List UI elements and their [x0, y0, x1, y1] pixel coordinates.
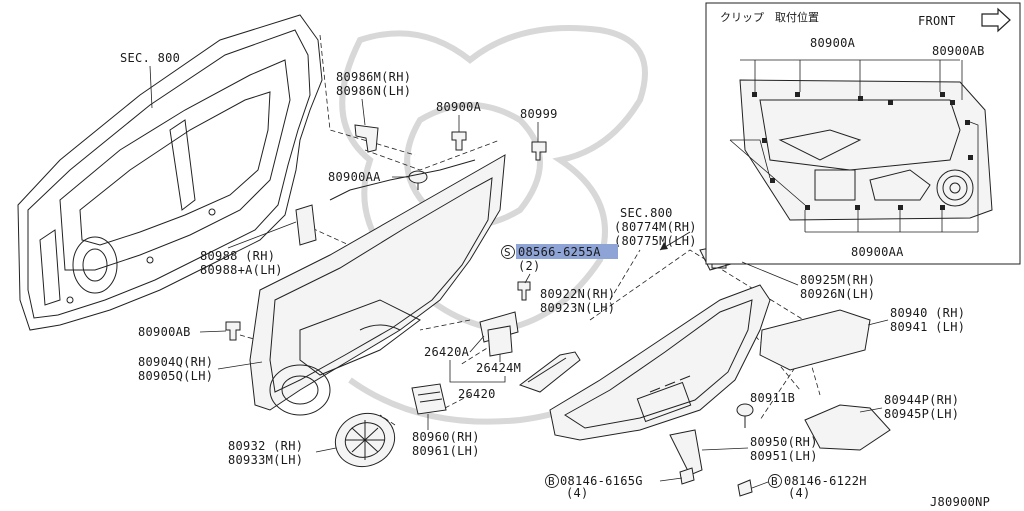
- bracket-80986: [354, 124, 379, 153]
- pad-80944: [804, 404, 891, 451]
- sec-800-left-leader: [149, 65, 153, 109]
- label-80986m: 80986M(RH): [336, 70, 411, 84]
- label-80775m: (80775M(LH): [614, 234, 697, 248]
- bolt-80911b: [736, 403, 754, 428]
- part-label-08146-g: B 08146-6165G (4): [545, 474, 683, 500]
- bolt-symbol-g: B: [548, 475, 555, 488]
- label-sec-800-mid: SEC.800: [620, 206, 673, 220]
- label-80945p: 80945P(LH): [884, 407, 959, 421]
- label-80933m: 80933M(LH): [228, 453, 303, 467]
- label-80999: 80999: [520, 107, 558, 121]
- label-80926n: 80926N(LH): [800, 287, 875, 301]
- inset-box: [705, 2, 1021, 265]
- inset-label-80900ab: 80900AB: [932, 44, 985, 58]
- bracket-80960: [411, 383, 447, 415]
- label-80950: 80950(RH): [750, 435, 818, 449]
- bolt-symbol-h: B: [771, 475, 778, 488]
- label-80961: 80961(LH): [412, 444, 480, 458]
- highlight-08566: [516, 244, 618, 259]
- clip-80999: [531, 141, 547, 161]
- part-label-80900ab: 80900AB: [138, 325, 227, 339]
- label-80986n: 80986N(LH): [336, 84, 411, 98]
- label-08566-6255a: 08566-6255A: [518, 245, 601, 259]
- front-arrow-sec800: [659, 231, 691, 251]
- label-80925m: 80925M(RH): [800, 273, 875, 287]
- label-08146-h-qty: (4): [788, 486, 811, 500]
- clip-80900ab: [225, 321, 241, 341]
- part-label-80960: 80960(RH) 80961(LH): [412, 414, 480, 458]
- door-inner-panel: [17, 14, 323, 331]
- label-08146-6122h: 08146-6122H: [784, 474, 867, 488]
- screw-08566: [517, 281, 531, 301]
- screw-symbol: S: [504, 246, 511, 259]
- label-80911b: 80911B: [750, 391, 795, 405]
- sec-800-left-label: SEC. 800: [120, 51, 180, 65]
- door-trim-panel: [249, 154, 506, 416]
- label-08146-g-qty: (4): [566, 486, 589, 500]
- inset-label-80900a: 80900A: [810, 36, 856, 50]
- label-80944p: 80944P(RH): [884, 393, 959, 407]
- handle-strip-80925: [518, 351, 581, 393]
- part-label-80922: 80922N(RH) 80923N(LH): [540, 287, 615, 315]
- part-label-80900aa: 80900AA: [328, 170, 409, 184]
- label-80960: 80960(RH): [412, 430, 480, 444]
- label-80940: 80940 (RH): [890, 306, 965, 320]
- speaker-grille-80932: [334, 413, 396, 467]
- part-label-80999: 80999: [520, 107, 558, 142]
- pocket-26424m: [487, 325, 513, 357]
- label-80988: 80988 (RH): [200, 249, 275, 263]
- label-26420: 26420: [458, 387, 496, 401]
- lower-trim-panel: [549, 284, 771, 441]
- label-80923n: 80923N(LH): [540, 301, 615, 315]
- switch-80950: [669, 429, 703, 476]
- label-26420a: 26420A: [424, 345, 470, 359]
- inset-label-80900aa: 80900AA: [851, 245, 904, 259]
- label-80951: 80951(LH): [750, 449, 818, 463]
- label-80941: 80941 (LH): [890, 320, 965, 334]
- diagram-id: J80900NP: [930, 495, 990, 509]
- part-label-80988: 80988 (RH) 80988+A(LH): [200, 221, 297, 277]
- label-80774m: (80774M(RH): [614, 220, 697, 234]
- label-08146-6165g: 08146-6165G: [560, 474, 643, 488]
- bracket-80988: [295, 204, 317, 246]
- label-80900aa: 80900AA: [328, 170, 381, 184]
- label-80932: 80932 (RH): [228, 439, 303, 453]
- front-arrow-icon: [981, 7, 1011, 33]
- label-80900ab: 80900AB: [138, 325, 191, 339]
- clip-80900a: [451, 131, 467, 151]
- label-80988a: 80988+A(LH): [200, 263, 283, 277]
- part-label-80932: 80932 (RH) 80933M(LH): [228, 439, 337, 467]
- part-label-80900a: 80900A: [436, 100, 482, 132]
- part-label-80774: SEC.800 (80774M(RH) (80775M(LH): [614, 206, 697, 248]
- inset-front-label: FRONT: [918, 14, 956, 28]
- part-label-08146-h: B 08146-6122H (4): [751, 474, 867, 500]
- label-80900a: 80900A: [436, 100, 482, 114]
- part-label-80940: 80940 (RH) 80941 (LH): [867, 306, 965, 334]
- part-label-80986: 80986M(RH) 80986N(LH): [336, 70, 411, 126]
- part-label-80944: 80944P(RH) 80945P(LH): [859, 393, 959, 421]
- inset-title: クリップ 取付位置: [720, 10, 819, 24]
- part-label-26420: 26420A 26424M 26420: [424, 335, 521, 401]
- part-label-80950: 80950(RH) 80951(LH): [701, 435, 818, 463]
- part-label-08566: S 08566-6255A (2): [501, 244, 618, 284]
- label-80904q: 80904Q(RH): [138, 355, 213, 369]
- screw-08146-g: [679, 467, 695, 485]
- label-80922n: 80922N(RH): [540, 287, 615, 301]
- screw-08146-h: [737, 479, 753, 497]
- armrest-80940: [759, 309, 871, 371]
- label-08566-qty: (2): [518, 259, 541, 273]
- label-80905q: 80905Q(LH): [138, 369, 213, 383]
- label-26424m: 26424M: [476, 361, 521, 375]
- part-label-80925: 80925M(RH) 80926N(LH): [741, 261, 875, 301]
- part-label-80911b: 80911B: [750, 391, 795, 405]
- part-label-80904: 80904Q(RH) 80905Q(LH): [138, 355, 263, 383]
